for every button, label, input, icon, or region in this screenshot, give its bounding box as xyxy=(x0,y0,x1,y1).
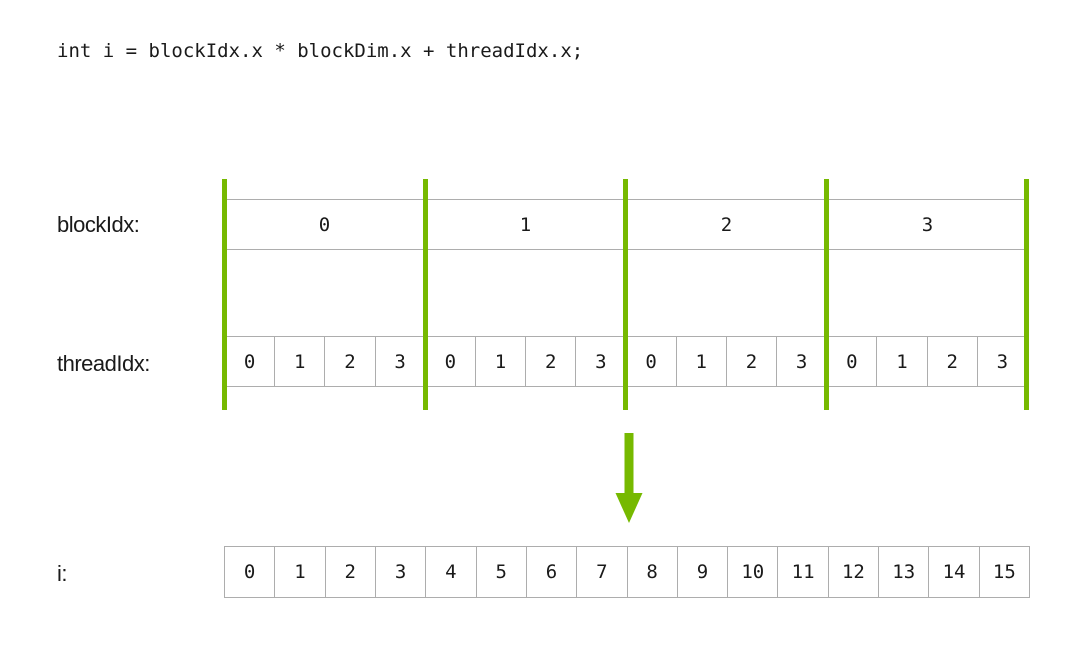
threadidx-cell: 1 xyxy=(275,337,326,386)
i-cell: 15 xyxy=(992,561,1016,583)
i-cell: 12 xyxy=(829,547,880,597)
threadidx-cell: 3 xyxy=(996,350,1009,373)
threadidx-cell: 0 xyxy=(627,337,677,386)
threadidx-cell: 1 xyxy=(677,337,727,386)
blockidx-cell: 2 xyxy=(720,213,733,236)
code-line: int i = blockIdx.x * blockDim.x + thread… xyxy=(57,40,584,62)
i-cell: 13 xyxy=(879,547,930,597)
i-cell: 6 xyxy=(527,547,578,597)
i-cell: 8 xyxy=(628,547,678,597)
i-cell: 11 xyxy=(778,547,829,597)
threadidx-cell: 2 xyxy=(928,337,978,386)
block-boundary-line xyxy=(823,179,829,410)
threadidx-cell: 1 xyxy=(476,337,527,386)
i-cell: 5 xyxy=(477,547,527,597)
threadidx-cell: 3 xyxy=(576,337,627,386)
threadidx-cell: 0 xyxy=(827,337,878,386)
threadidx-cell: 2 xyxy=(727,337,778,386)
i-cell: 0 xyxy=(225,547,276,597)
i-cell: 10 xyxy=(728,547,779,597)
threadidx-cell: 1 xyxy=(877,337,928,386)
threadidx-cell: 3 xyxy=(777,337,828,386)
threadidx-cell: 2 xyxy=(526,337,577,386)
i-cell: 14 xyxy=(929,547,980,597)
blockidx-cell: 1 xyxy=(519,213,532,236)
down-arrow-icon xyxy=(615,433,643,523)
blockidx-label: blockIdx: xyxy=(57,211,140,237)
block-boundary-line xyxy=(1024,179,1029,410)
i-cell: 1 xyxy=(275,547,326,597)
blockidx-cell: 0 xyxy=(318,213,331,236)
i-cell: 9 xyxy=(678,547,729,597)
threadidx-cell: 0 xyxy=(426,337,476,386)
i-cell: 4 xyxy=(426,547,477,597)
block-boundary-line xyxy=(623,179,628,410)
i-cell: 3 xyxy=(376,547,427,597)
block-boundary-line xyxy=(222,179,227,410)
i-cell: 2 xyxy=(326,547,376,597)
block-boundary-line xyxy=(422,179,428,410)
threadidx-cell: 3 xyxy=(376,337,426,386)
threadidx-label: threadIdx: xyxy=(57,350,150,376)
threadidx-cell: 0 xyxy=(225,337,276,386)
i-label: i: xyxy=(57,560,68,586)
blockidx-cell: 3 xyxy=(921,213,934,236)
threadidx-cell: 2 xyxy=(325,337,376,386)
i-cell: 7 xyxy=(577,547,628,597)
